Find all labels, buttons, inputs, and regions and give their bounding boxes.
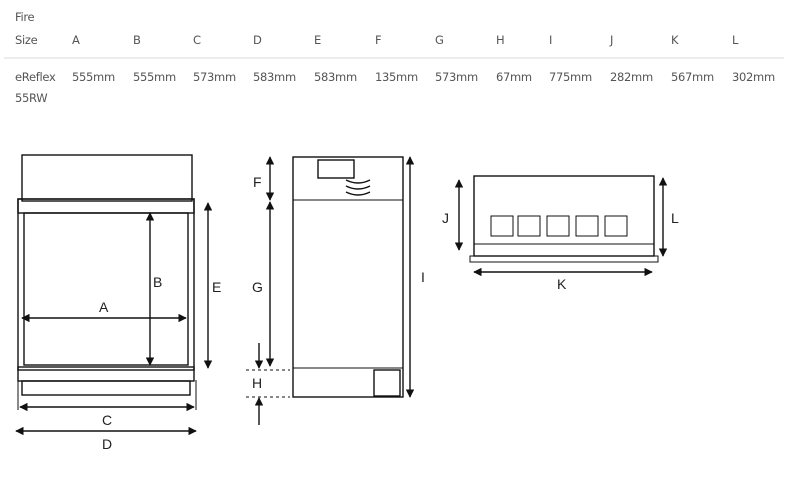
label-i: I (421, 269, 425, 285)
side-view (246, 156, 415, 425)
table-cell: 302mm (732, 70, 775, 84)
table-divider (4, 57, 784, 59)
table-cell: 282mm (610, 70, 653, 84)
row-name-2: 55RW (15, 91, 48, 105)
col-header: G (435, 33, 444, 47)
col-header: C (193, 33, 201, 47)
table-cell: 583mm (314, 70, 357, 84)
header-fire: Fire (15, 10, 35, 24)
front-view (15, 154, 213, 436)
table-cell: 555mm (133, 70, 176, 84)
col-header: A (72, 33, 80, 47)
col-header: F (375, 33, 382, 47)
label-e: E (212, 279, 221, 295)
table-cell: 67mm (496, 70, 532, 84)
col-header: H (496, 33, 505, 47)
label-f: F (253, 174, 262, 190)
col-header: K (671, 33, 679, 47)
col-header: L (732, 33, 739, 47)
col-header: J (610, 33, 614, 47)
label-g: G (252, 279, 263, 295)
table-cell: 555mm (72, 70, 115, 84)
label-b: B (153, 274, 162, 290)
table-cell: 573mm (435, 70, 478, 84)
table-cell: 775mm (549, 70, 592, 84)
label-d: D (102, 436, 112, 452)
label-c: C (102, 412, 112, 428)
table-cell: 567mm (671, 70, 714, 84)
col-header: B (133, 33, 141, 47)
top-view (454, 175, 668, 277)
col-header: E (314, 33, 321, 47)
label-j: J (442, 210, 449, 226)
table-cell: 573mm (193, 70, 236, 84)
label-k: K (557, 276, 567, 292)
label-h: H (252, 375, 262, 391)
label-a: A (99, 299, 109, 315)
table-cell: 583mm (253, 70, 296, 84)
header-size: Size (15, 33, 38, 47)
table-cell: 135mm (375, 70, 418, 84)
col-header: I (549, 33, 553, 47)
row-name: eReflex (15, 70, 56, 84)
col-header: D (253, 33, 262, 47)
label-l: L (671, 210, 679, 226)
